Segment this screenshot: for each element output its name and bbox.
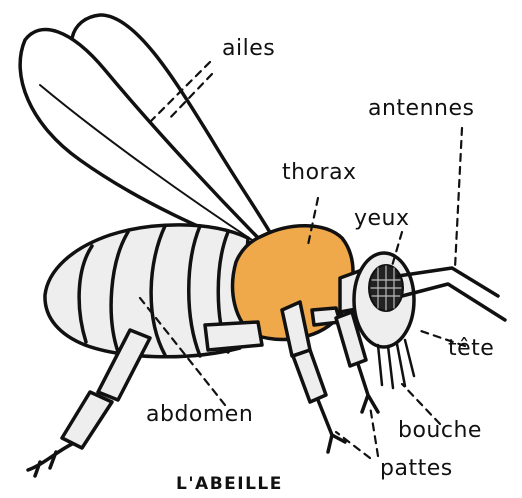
leader-pattes-mid — [336, 432, 370, 458]
label-bouche: bouche — [398, 420, 482, 442]
bee-illustration — [20, 15, 505, 476]
front-leg-tarsus — [358, 364, 378, 412]
middle-leg-tarsus — [318, 400, 345, 452]
diagram-title: L'ABEILLE — [176, 476, 283, 493]
label-yeux: yeux — [354, 208, 410, 230]
mouthpart — [405, 340, 414, 376]
label-antennes: antennes — [368, 98, 474, 120]
head — [354, 253, 414, 347]
leader-antennes — [455, 128, 462, 268]
label-tete: tête — [448, 338, 494, 360]
hind-leg — [28, 322, 262, 476]
middle-leg-tibia — [293, 350, 326, 402]
label-thorax: thorax — [282, 162, 357, 184]
label-abdomen: abdomen — [146, 404, 253, 426]
label-ailes: ailes — [222, 38, 275, 60]
label-pattes: pattes — [380, 458, 453, 480]
hind-leg-femur — [205, 322, 262, 350]
mouthpart — [388, 346, 393, 388]
hind-leg-claw — [28, 444, 72, 476]
hind-leg-tarsus — [62, 392, 112, 448]
mouthpart — [397, 344, 405, 386]
leader-pattes-front — [370, 406, 378, 456]
mouthpart — [378, 345, 382, 385]
